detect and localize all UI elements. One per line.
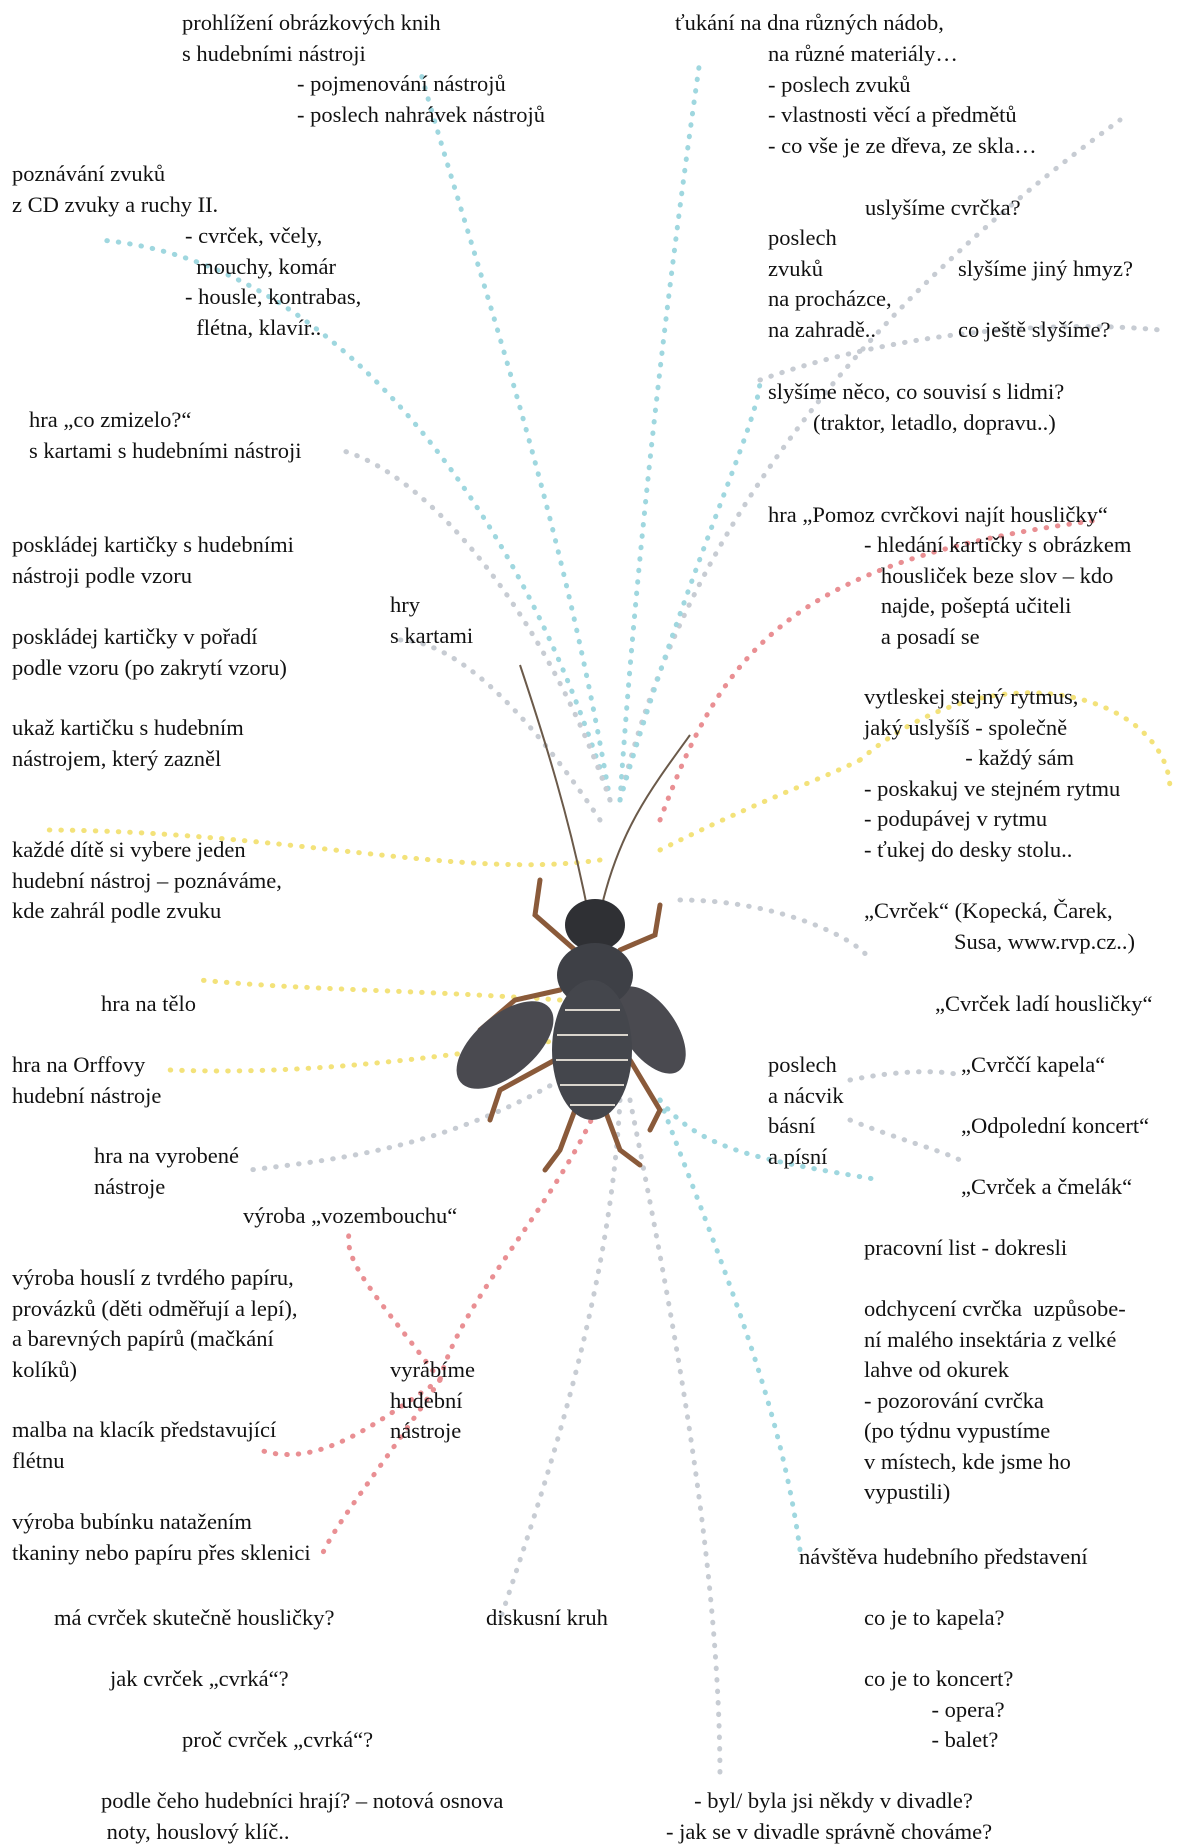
text-materials: na různé materiály… - poslech zvuků - vl… [768,39,1037,161]
text-how-cricket-chirps: jak cvrček „cvrká“? [110,1664,289,1695]
text-drum: výroba bubínku natažením tkaniny nebo pa… [12,1507,311,1568]
text-hear-cricket: uslyšíme cvrčka? [865,193,1021,224]
cricket-abdomen [552,980,632,1120]
node-poems-songs: poslech a nácvik básní a písní [768,1050,844,1172]
leg-front-right [620,905,660,950]
leg-hind-right [630,1060,660,1130]
text-what-is-concert: co je to koncert? - opera? - balet? [864,1664,1013,1756]
antenna-left [520,665,588,912]
text-song-band: „Cvrččí kapela“ [961,1050,1105,1081]
text-find-card: - hledání kartičky s obrázkem housliček … [864,530,1131,652]
text-made-instruments: hra na vyrobené nástroje [94,1141,239,1202]
text-tapping-vessels: ťukání na dna různých nádob, [675,8,944,39]
text-arrange-order: poskládej kartičky v pořadí podle vzoru … [12,622,287,683]
node-listening-walk: poslech zvuků na procházce, na zahradě.. [768,223,892,345]
text-flute-stick: malba na klacík představující flétnu [12,1415,276,1476]
text-sound-list: - cvrček, včely, mouchy, komár - housle,… [185,221,361,343]
text-show-card: ukaž kartičku s hudebním nástrojem, kter… [12,713,244,774]
text-does-cricket-have-violin: má cvrček skutečně housličky? [54,1603,335,1634]
text-song-violin-tuning: „Cvrček ladí housličky“ [935,989,1152,1020]
text-picture-books: prohlížení obrázkových knih s hudebními … [182,8,441,69]
leg-rear-right [605,1110,640,1165]
text-what-else: co ještě slyšíme? [958,315,1110,346]
leg-rear-left [545,1110,575,1170]
text-song-afternoon-concert: „Odpolední koncert“ [961,1111,1149,1142]
text-theatre: - byl/ byla jsi někdy v divadle? - jak s… [666,1786,992,1847]
antenna-right [602,735,690,905]
text-vozembouch: výroba „vozembouchu“ [243,1201,457,1232]
text-song-bumblebee: „Cvrček a čmelák“ [961,1172,1132,1203]
node-discussion-circle: diskusní kruh [486,1603,608,1634]
text-game-what-vanished: hra „co zmizelo?“ s kartami s hudebními … [29,405,301,466]
text-orff: hra na Orffovy hudební nástroje [12,1050,161,1111]
node-making-instruments: vyrábíme hudební nástroje [390,1355,475,1447]
text-paper-violin: výroba houslí z tvrdého papíru, provázků… [12,1263,298,1385]
text-choose-instrument: každé dítě si vybere jeden hudební nástr… [12,835,282,927]
text-other-insects: slyšíme jiný hmyz? [958,254,1133,285]
text-human-sounds: slyšíme něco, co souvisí s lidmi? (trakt… [768,377,1064,438]
text-arrange-cards: poskládej kartičky s hudebními nástroji … [12,530,294,591]
text-naming-instruments: - pojmenování nástrojů - poslech nahráve… [297,69,545,130]
text-why-cricket-chirps: proč cvrček „cvrká“? [182,1725,373,1756]
text-cricket-book: „Cvrček“ (Kopecká, Čarek, Susa, www.rvp.… [864,896,1135,957]
text-musicians-notation: podle čeho hudebníci hrají? – notová osn… [101,1786,503,1847]
text-help-cricket-game: hra „Pomoz cvrčkovi najít housličky“ [768,500,1108,531]
text-rhythm-clapping: vytleskej stejný rytmus, jaký uslyšíš - … [864,682,1120,865]
text-music-performance: návštěva hudebního představení [799,1542,1088,1573]
text-worksheet: pracovní list - dokresli [864,1233,1067,1264]
node-card-games: hry s kartami [390,590,473,651]
text-what-is-band: co je to kapela? [864,1603,1005,1634]
text-sound-recognition: poznávání zvuků z CD zvuky a ruchy II. [12,159,218,220]
text-catch-cricket: odchycení cvrčka uzpůsobe- ní malého ins… [864,1294,1126,1508]
text-body-percussion: hra na tělo [101,989,196,1020]
